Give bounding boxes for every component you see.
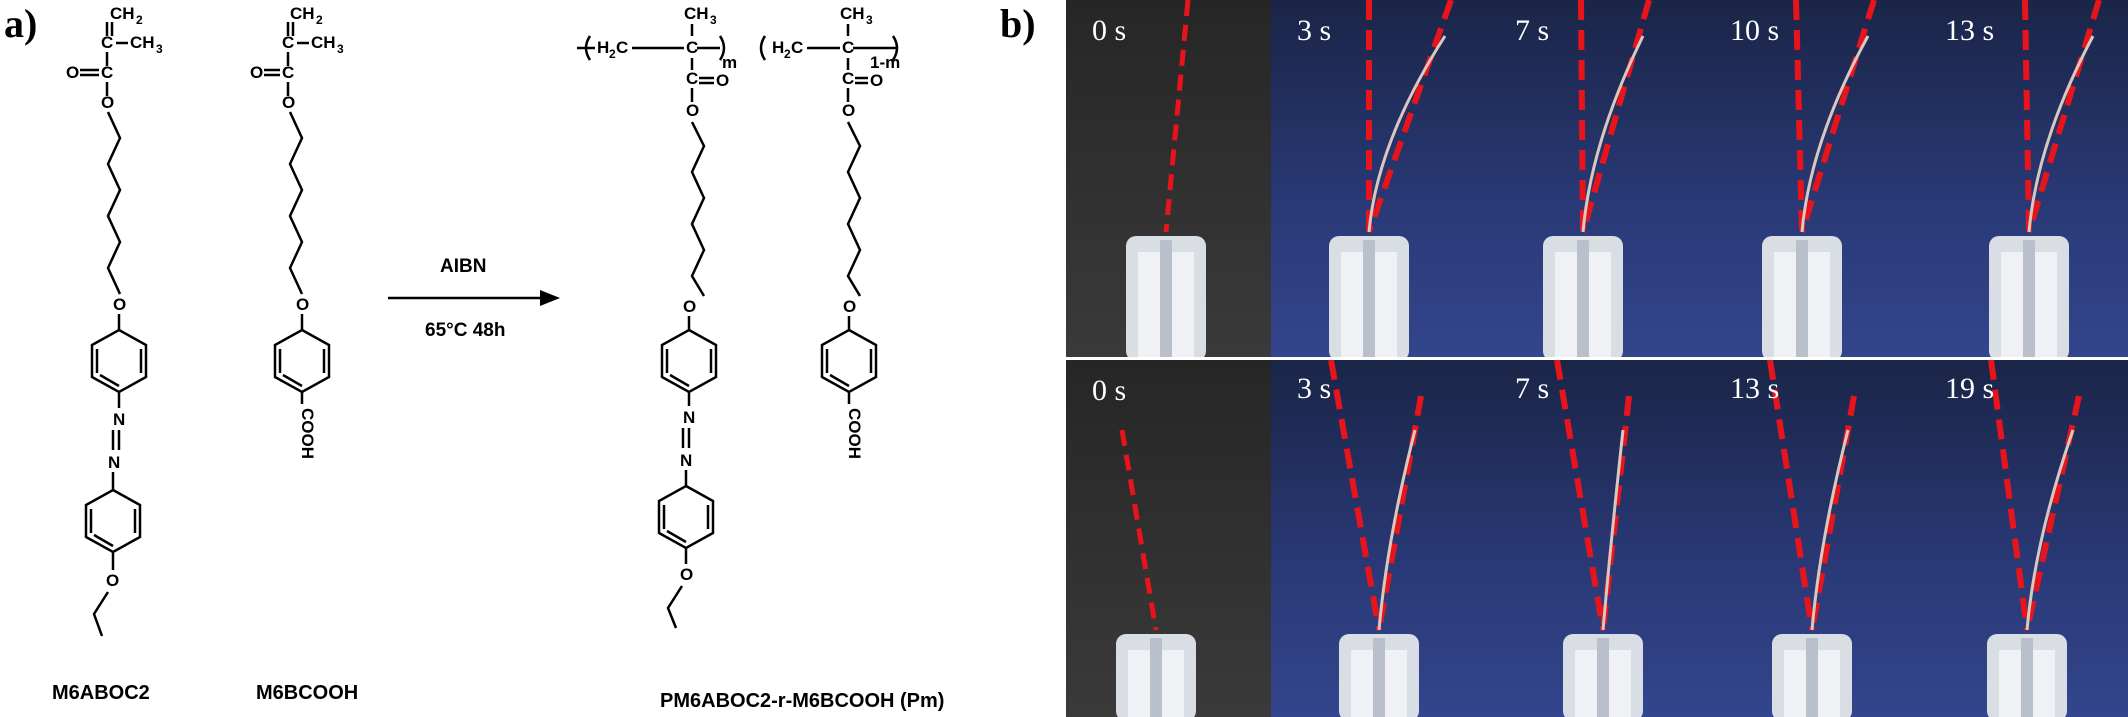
time-label: 19 s <box>1945 372 1995 405</box>
monomer2-caption: M6BCOOH <box>256 682 359 704</box>
svg-text:3: 3 <box>337 42 344 56</box>
svg-text:O: O <box>250 63 263 82</box>
svg-text:2: 2 <box>784 47 791 61</box>
svg-text:CH: CH <box>290 4 315 23</box>
svg-text:O: O <box>686 101 699 120</box>
svg-text:O: O <box>842 101 855 120</box>
time-label: 7 s <box>1515 372 1550 405</box>
svg-text:C: C <box>101 63 113 82</box>
svg-text:3: 3 <box>156 42 163 56</box>
polymer-caption: PM6ABOC2-r-M6BCOOH (Pm) <box>660 690 945 712</box>
svg-text:2: 2 <box>316 13 323 27</box>
time-label: 13 s <box>1730 372 1780 405</box>
svg-text:O: O <box>680 565 693 584</box>
svg-text:O: O <box>843 297 856 316</box>
svg-text:C: C <box>616 38 628 57</box>
svg-text:1-m: 1-m <box>870 53 900 72</box>
reagent-label: AIBN <box>440 256 487 277</box>
monomer1-caption: M6ABOC2 <box>52 682 150 704</box>
svg-text:O: O <box>870 71 883 90</box>
svg-text:3: 3 <box>866 13 873 27</box>
svg-text:C: C <box>282 63 294 82</box>
svg-text:N: N <box>113 410 125 429</box>
svg-text:C: C <box>282 33 294 52</box>
time-label: 0 s <box>1092 14 1127 47</box>
svg-text:O: O <box>296 295 309 314</box>
svg-text:CH: CH <box>110 4 135 23</box>
photo-frame-top-5: 13 s <box>1919 0 2128 357</box>
svg-text:O: O <box>282 93 295 112</box>
time-label: 13 s <box>1945 14 1995 47</box>
photo-frame-bottom-1: 0 s <box>1066 360 1271 717</box>
time-label: 3 s <box>1297 372 1332 405</box>
svg-text:O: O <box>106 571 119 590</box>
svg-text:CH: CH <box>130 33 155 52</box>
svg-text:CH: CH <box>684 4 709 23</box>
svg-text:CH: CH <box>311 33 336 52</box>
svg-text:C: C <box>842 38 854 57</box>
svg-text:H: H <box>772 38 784 57</box>
svg-text:O: O <box>716 71 729 90</box>
photo-frame-bottom-4: 13 s <box>1704 360 1919 717</box>
svg-text:H: H <box>597 38 609 57</box>
photo-frame-bottom-2: 3 s <box>1271 360 1489 717</box>
conditions-label: 65°C 48h <box>425 320 506 341</box>
svg-text:O: O <box>66 63 79 82</box>
reaction-arrow <box>388 290 560 306</box>
photo-frame-top-4: 10 s <box>1704 0 1919 357</box>
svg-text:O: O <box>683 297 696 316</box>
svg-text:C: C <box>686 38 698 57</box>
svg-text:m: m <box>722 53 737 72</box>
photo-frame-bottom-3: 7 s <box>1489 360 1704 717</box>
svg-text:C: C <box>101 33 113 52</box>
svg-text:C: C <box>842 69 854 88</box>
svg-text:2: 2 <box>609 47 616 61</box>
time-label: 3 s <box>1297 14 1332 47</box>
svg-text:N: N <box>108 453 120 472</box>
time-label: 0 s <box>1092 374 1127 407</box>
svg-text:O: O <box>113 295 126 314</box>
time-label: 7 s <box>1515 14 1550 47</box>
panel-b-label: b) <box>1000 1 1036 46</box>
svg-text:2: 2 <box>136 13 143 27</box>
svg-text:CH: CH <box>840 4 865 23</box>
svg-text:COOH: COOH <box>298 408 317 459</box>
photo-frame-top-3: 7 s <box>1489 0 1704 357</box>
svg-text:O: O <box>101 93 114 112</box>
svg-text:N: N <box>683 408 695 427</box>
svg-text:COOH: COOH <box>845 408 864 459</box>
svg-text:N: N <box>680 451 692 470</box>
photo-frame-top-2: 3 s <box>1271 0 1489 357</box>
photo-frame-bottom-5: 19 s <box>1919 360 2128 717</box>
svg-text:C: C <box>686 69 698 88</box>
photo-frame-top-1: 0 s <box>1066 0 1271 357</box>
svg-text:3: 3 <box>710 13 717 27</box>
time-label: 10 s <box>1730 14 1780 47</box>
svg-text:C: C <box>791 38 803 57</box>
panel-a-label: a) <box>4 1 38 46</box>
